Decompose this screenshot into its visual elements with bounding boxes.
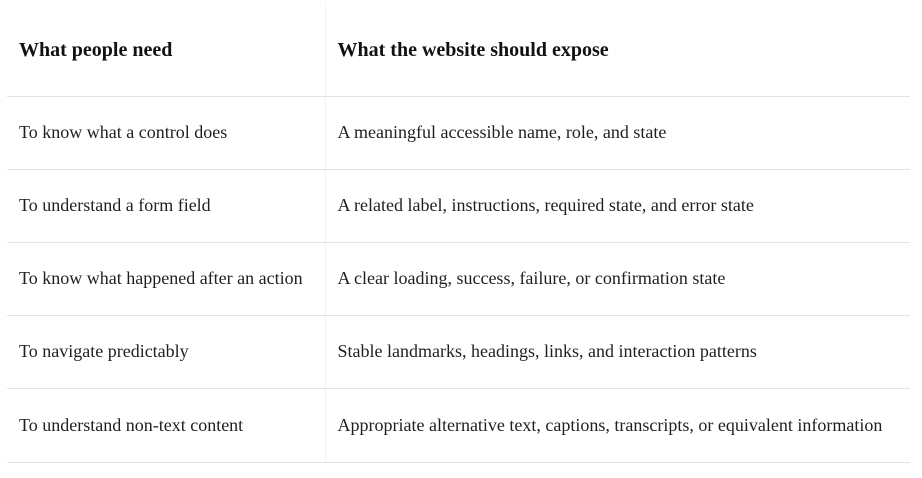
cell-expose: A meaningful accessible name, role, and … xyxy=(324,96,910,170)
table-row: To understand non-text content Appropria… xyxy=(7,388,910,463)
table-row: To navigate predictably Stable landmarks… xyxy=(7,315,910,389)
table-row: To understand a form field A related lab… xyxy=(7,169,910,243)
cell-need: To know what happened after an action xyxy=(7,242,325,316)
cell-expose: A related label, instructions, required … xyxy=(324,169,910,243)
table-row: To know what a control does A meaningful… xyxy=(7,96,910,170)
cell-expose: Appropriate alternative text, captions, … xyxy=(324,388,910,463)
table-header-row: What people need What the website should… xyxy=(7,4,910,97)
table-body: To know what a control does A meaningful… xyxy=(7,96,910,463)
column-header-expose: What the website should expose xyxy=(324,4,910,97)
cell-need: To navigate predictably xyxy=(7,315,325,389)
requirements-table-container: What people need What the website should… xyxy=(7,4,910,463)
cell-expose: Stable landmarks, headings, links, and i… xyxy=(324,315,910,389)
cell-need: To know what a control does xyxy=(7,96,325,170)
requirements-table: What people need What the website should… xyxy=(7,4,910,463)
cell-need: To understand a form field xyxy=(7,169,325,243)
cell-need: To understand non-text content xyxy=(7,388,325,463)
column-header-needs: What people need xyxy=(7,4,325,97)
table-row: To know what happened after an action A … xyxy=(7,242,910,316)
cell-expose: A clear loading, success, failure, or co… xyxy=(324,242,910,316)
table-header: What people need What the website should… xyxy=(7,4,910,97)
